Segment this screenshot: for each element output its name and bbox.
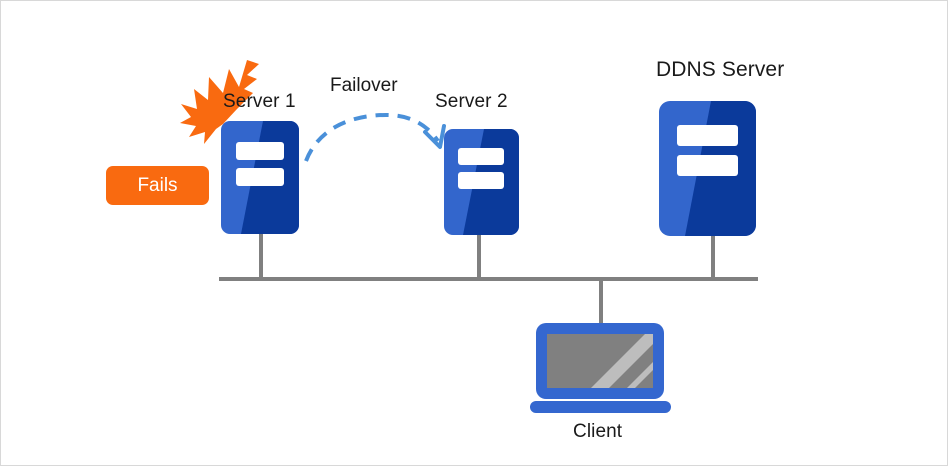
server-1-label: Server 1 xyxy=(223,91,296,112)
server-2-label: Server 2 xyxy=(435,91,508,112)
server-1-icon xyxy=(221,121,299,234)
client-laptop-icon xyxy=(530,323,671,413)
network-bus xyxy=(219,234,758,325)
ddns-server-label: DDNS Server xyxy=(656,58,785,81)
failover-arrowhead xyxy=(423,124,446,149)
server-2-icon xyxy=(444,129,519,235)
client-label: Client xyxy=(573,421,623,442)
failover-arrow xyxy=(304,112,446,162)
ddns-server-icon xyxy=(659,101,756,236)
fails-badge: Fails xyxy=(106,166,209,205)
failure-burst-icon xyxy=(180,60,259,144)
laptop-base xyxy=(530,401,671,413)
failover-label: Failover xyxy=(330,75,398,96)
